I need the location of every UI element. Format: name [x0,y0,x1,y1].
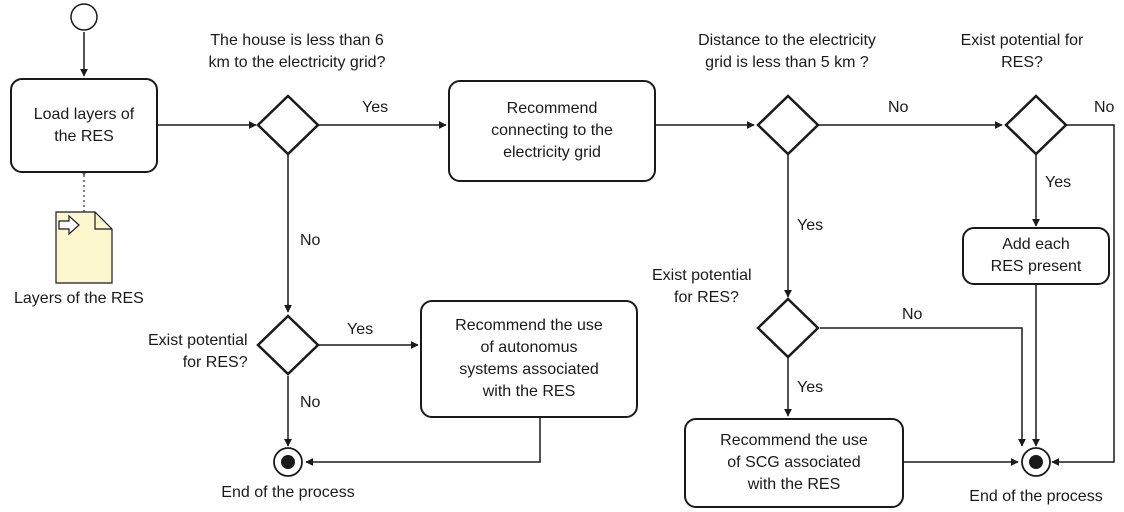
recommend-autonomous-line-2: of autonomus [480,339,578,356]
question-potential-mid: Exist potential for RES? [652,265,752,309]
decision-potential-left [256,314,320,376]
edge-autonomous-to-end [305,418,541,466]
end-label-right: End of the process [969,488,1103,505]
add-each-res-line-1: Add each [1002,236,1070,253]
edge-label-yes-down-mid: Yes [797,217,824,234]
recommend-grid-line-1: Recommend [506,100,598,117]
end-node-right [1021,447,1051,477]
recommend-scg-line-1: Recommend the use [720,432,868,449]
edge-label-no-left: No [300,232,321,249]
question-house-distance-line-1: The house is less than 6 [210,32,384,49]
edge-label-yes-potential-top: Yes [1045,174,1072,191]
edge-potential-top-no-to-end [1051,124,1115,466]
question-potential-top-line-1: Exist potential for [960,32,1084,49]
action-load-layers: Load layers of the RES [10,78,158,173]
decision-potential-top [1004,94,1068,156]
decision-potential-mid [756,297,820,359]
edge-potential-mid-no-to-end [820,327,1026,447]
start-node [70,3,98,31]
recommend-scg-line-3: with the RES [747,476,841,493]
add-each-res-line-2: RES present [990,258,1082,275]
action-recommend-autonomous: Recommend the use of autonomus systems ass… [420,300,638,418]
load-layers-line-1: Load layers of [33,105,135,123]
edge-label-no-potential-mid: No [902,306,923,323]
question-potential-left-line-2: for RES? [182,354,248,371]
decision-grid-distance [756,94,820,156]
end-label-left: End of the process [221,484,355,501]
edge-label-yes-autonomous: Yes [347,321,374,338]
action-recommend-grid: Recommend connecting to the electricity gr… [448,80,656,182]
question-potential-top-line-2: RES? [1001,54,1043,71]
recommend-scg-line-2: of SCG associated [727,454,861,471]
question-potential-left: Exist potential for RES? [148,330,248,374]
recommend-autonomous-line-4: with the RES [482,383,576,400]
question-potential-mid-line-1: Exist potential [652,267,752,284]
recommend-grid-line-2: connecting to the [491,122,613,139]
edge-label-no-top: No [888,99,909,116]
recommend-autonomous-line-3: systems associated [459,361,599,378]
question-grid-distance: Distance to the electricity grid is less… [698,30,876,74]
recommend-autonomous-line-1: Recommend the use [455,317,603,334]
data-object-label: Layers of the RES [14,290,144,307]
question-house-distance-line-2: km to the electricity grid? [208,54,386,71]
recommend-grid-line-3: electricity grid [503,144,601,161]
edge-label-yes-scg: Yes [797,379,824,396]
question-potential-left-line-1: Exist potential [148,332,248,349]
action-recommend-scg: Recommend the use of SCG associated with t… [684,418,904,508]
question-potential-top: Exist potential for RES? [961,30,1084,74]
document-arrow-icon [55,211,113,284]
decision-house-distance [256,94,320,156]
load-layers-line-2: the RES [54,127,114,145]
question-grid-distance-line-2: grid is less than 5 km ? [705,54,869,71]
question-grid-distance-line-1: Distance to the electricity [698,32,876,49]
end-node-left [273,447,303,477]
edge-label-yes-grid: Yes [362,99,389,116]
question-potential-mid-line-2: for RES? [674,289,739,306]
question-house-distance: The house is less than 6 km to the elect… [209,30,386,74]
edge-label-no-end-left: No [300,394,321,411]
edge-label-no-right: No [1094,99,1115,116]
